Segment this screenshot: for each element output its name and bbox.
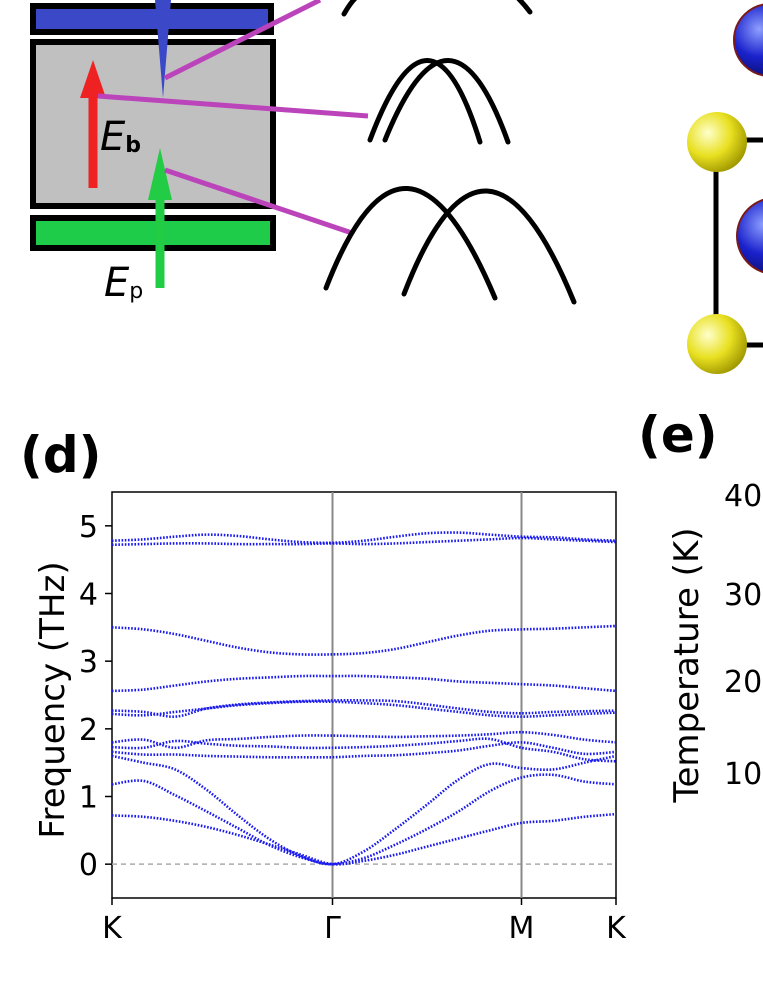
y-axis-title: Frequency (THz): [33, 561, 73, 838]
bottom-curve-1: [323, 186, 498, 301]
top-curve-1: [341, 0, 358, 17]
top-band: [30, 3, 274, 35]
mid-curve-1: [367, 58, 483, 145]
band-line: [111, 624, 617, 656]
high-symmetry-lines: [331, 492, 523, 898]
mid-curve-2: [382, 58, 511, 145]
y-ticks: 0 1 2 3 4 5: [79, 510, 112, 883]
panel-d: (d) Frequency (THz) 0 1 2 3 4 5 K Γ M K: [20, 426, 627, 946]
connector-bottom: [164, 167, 353, 236]
blue-atom: [733, 3, 763, 77]
yellow-atom: [687, 314, 747, 374]
y-tick-label: 1: [79, 781, 98, 816]
panel-e-label: (e): [638, 406, 718, 464]
e-y-tick: 20: [724, 665, 762, 700]
x-tick-label: M: [509, 911, 535, 946]
bottom-band: [30, 215, 276, 251]
dispersion-curves: [323, 0, 577, 305]
red-arrow-head: [80, 60, 106, 98]
band-line: [111, 812, 617, 866]
band-line: [111, 741, 617, 759]
panel-e: (e) Temperature (K) 40 30 20 10: [638, 406, 762, 804]
e-y-tick: 10: [724, 757, 762, 792]
yellow-atom: [687, 112, 747, 172]
blue-atom: [736, 198, 763, 274]
blue-arrow: [155, 0, 171, 98]
y-tick-label: 3: [79, 645, 98, 680]
y-tick-label: 4: [79, 578, 98, 613]
connector-top: [163, 0, 322, 81]
y-tick-label: 2: [79, 713, 98, 748]
e-y-axis-title: Temperature (K): [667, 527, 707, 803]
band-line: [111, 674, 617, 693]
band-line: [111, 531, 617, 545]
band-line: [111, 699, 617, 718]
connector-mid: [97, 93, 369, 119]
x-tick-label: Γ: [324, 911, 341, 946]
band-line: [111, 773, 617, 866]
bottom-curve-2: [401, 188, 577, 305]
band-line: [111, 737, 617, 763]
eb-label: Eb: [100, 114, 141, 160]
y-tick-label: 0: [79, 848, 98, 883]
plot-frame: [111, 491, 617, 899]
green-arrow-head: [148, 148, 172, 200]
e-y-tick: 40: [724, 479, 762, 514]
y-tick-label: 5: [79, 510, 98, 545]
e-y-tick: 30: [724, 578, 762, 613]
band-schematic: Eb Ep: [30, 0, 577, 306]
band-line: [111, 700, 617, 718]
band-line: [111, 754, 617, 866]
ep-label: Ep: [104, 260, 143, 306]
top-curve-2: [516, 0, 533, 15]
band-line: [111, 730, 617, 750]
panel-d-label: (d): [20, 426, 102, 484]
x-tick-label: K: [606, 911, 627, 946]
crystal-structure: [687, 3, 763, 374]
x-tick-label: K: [102, 911, 123, 946]
band-line: [111, 536, 617, 547]
phonon-bands: [111, 531, 617, 866]
